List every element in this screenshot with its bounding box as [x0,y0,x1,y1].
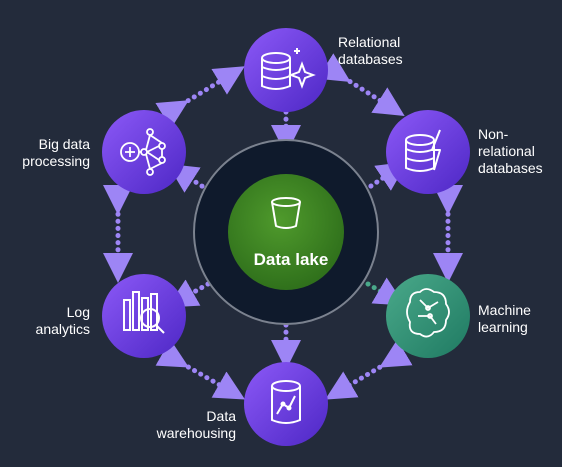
label-big-data-processing: Big data processing [22,136,90,169]
connector-hub-log [166,279,211,308]
connectors [103,53,463,400]
connector-bigdata-relational [155,66,245,129]
data-lake-label: Data lake [253,250,329,269]
label-data-warehousing: Data warehousing [156,408,236,441]
label-relational-databases: Relational databases [338,34,403,67]
node-machine-learning [386,274,470,358]
log-analytics-icon [123,291,165,334]
brain-circuit-icon [406,288,450,338]
big-data-network-icon [120,128,166,176]
connector-hub-ml [365,277,405,306]
data-warehouse-chart-icon [271,380,301,424]
node-non-relational-databases [386,110,470,194]
connector-log-warehousing [155,339,246,400]
database-lightning-icon [405,129,441,172]
node-data-warehousing [244,362,328,446]
database-sparkle-icon [261,48,316,90]
label-non-relational-databases: Non- relational databases [478,126,543,176]
data-lake-hub [193,139,379,325]
label-machine-learning: Machine learning [478,302,531,335]
connector-ml-warehousing [325,339,413,400]
connector-hub-nonrelational [362,161,408,193]
connector-hub-bigdata [167,163,211,193]
bucket-icon [271,197,301,229]
node-relational-databases [244,28,328,112]
connector-relational-nonrelational [317,53,405,116]
node-big-data-processing [102,110,186,194]
node-log-analytics [102,274,186,358]
label-log-analytics: Log analytics [35,304,90,337]
